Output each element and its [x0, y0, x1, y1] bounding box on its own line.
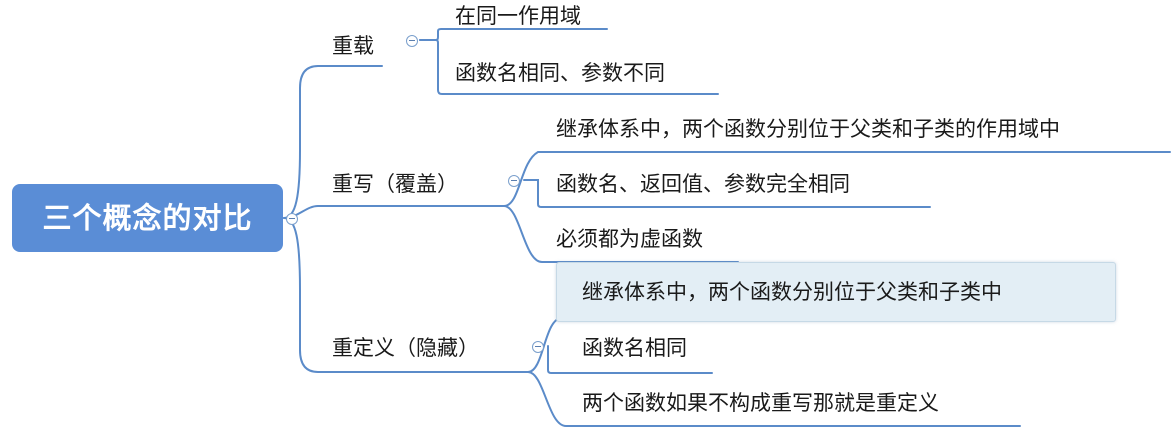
connector-redefine-child-1: [547, 345, 713, 374]
connector-override-child-2: [503, 205, 739, 263]
connector-root-to-branch-override: [283, 205, 505, 219]
connector-overload-child-0: [419, 28, 608, 41]
connector-override-child-1: [523, 179, 931, 208]
connector-redefine-child-2: [527, 371, 1021, 427]
branch-override[interactable]: 重写（覆盖）: [332, 172, 458, 196]
collapse-override-icon[interactable]: [508, 175, 520, 187]
selected-node-highlight: [556, 262, 1116, 322]
redefine-child-2[interactable]: 两个函数如果不构成重写那就是重定义: [582, 391, 939, 415]
connector-override-child-0: [503, 151, 1171, 207]
override-child-2[interactable]: 必须都为虚函数: [556, 227, 703, 251]
connector-overload-child-1: [419, 39, 719, 95]
root-topic[interactable]: 三个概念的对比: [12, 184, 283, 252]
overload-child-1[interactable]: 函数名相同、参数不同: [455, 61, 665, 85]
collapse-redefine-icon[interactable]: [532, 341, 544, 353]
collapse-root-icon[interactable]: [286, 213, 298, 225]
branch-overload[interactable]: 重载: [332, 34, 374, 58]
connector-root-to-branch-overload: [283, 65, 383, 219]
collapse-overload-icon[interactable]: [406, 35, 418, 47]
override-child-0[interactable]: 继承体系中，两个函数分别位于父类和子类的作用域中: [556, 117, 1060, 141]
redefine-child-1[interactable]: 函数名相同: [582, 336, 687, 360]
overload-child-0[interactable]: 在同一作用域: [455, 4, 581, 28]
branch-redefine[interactable]: 重定义（隐藏）: [332, 336, 479, 360]
redefine-child-0[interactable]: 继承体系中，两个函数分别位于父类和子类中: [582, 280, 1002, 304]
override-child-1[interactable]: 函数名、返回值、参数完全相同: [556, 172, 850, 196]
